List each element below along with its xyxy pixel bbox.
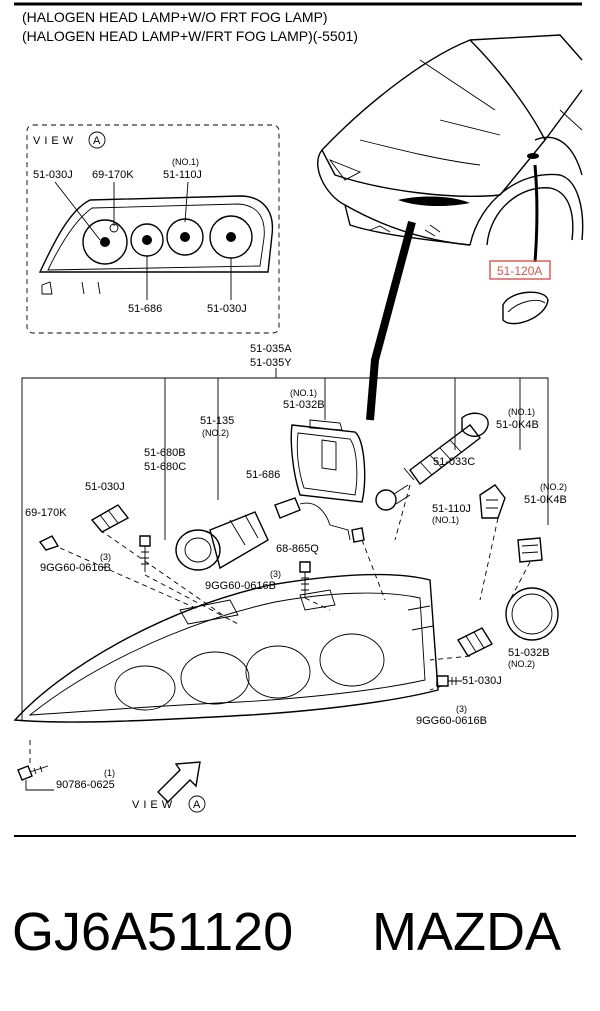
title-line-1: (HALOGEN HEAD LAMP+W/O FRT FOG LAMP) — [22, 9, 328, 25]
view-a-circle — [88, 131, 106, 149]
label-686: 51-686 — [246, 469, 280, 481]
highlight-part-label: 51-120A — [497, 264, 542, 278]
label-qty3c: (3) — [456, 704, 467, 714]
clip-865q — [351, 527, 365, 543]
highlight-box — [489, 260, 551, 280]
assembly-leaders — [164, 378, 521, 540]
label-9gg-a: 9GG60-0616B — [40, 562, 111, 574]
label-9gg-b: 9GG60-0616B — [205, 580, 276, 592]
label-k4b1-note: (NO.1) — [508, 407, 535, 417]
side-marker-lamp — [502, 291, 549, 325]
label-032b: 51-032B — [283, 399, 325, 411]
view-label-b: 69-170K — [92, 169, 134, 181]
label-qty3a: (3) — [100, 552, 111, 562]
label-033c: 51-033C — [433, 456, 475, 468]
label-170k: 69-170K — [25, 507, 67, 519]
bulb-170k — [38, 535, 60, 551]
headlamp-rear-view — [38, 181, 274, 300]
view-a-arrow-circle — [188, 795, 206, 813]
label-030j2: 51-030J — [462, 675, 502, 687]
screw-c — [436, 675, 462, 687]
label-110j-note: (NO.1) — [432, 515, 459, 525]
label-680c: 51-680C — [144, 461, 186, 473]
view-a-letter: A — [93, 135, 101, 147]
label-k4b1: 51-0K4B — [496, 419, 539, 431]
label-135-note: (NO.2) — [202, 428, 229, 438]
car-illustration — [317, 34, 584, 246]
label-k4b2-note: (NO.2) — [540, 482, 567, 492]
view-label-d: 51-686 — [128, 303, 162, 315]
clip-k4b2 — [517, 537, 543, 563]
view-a-arrow — [157, 761, 201, 803]
label-90786: 90786-0625 — [56, 779, 115, 791]
title-line-2: (HALOGEN HEAD LAMP+W/FRT FOG LAMP)(-5501… — [22, 28, 358, 44]
label-035a: 51-035A — [250, 343, 292, 355]
label-qty1: (1) — [104, 768, 115, 778]
bulb-socket-033c — [403, 412, 489, 485]
view-label-e: 51-030J — [207, 303, 247, 315]
marker-leader — [533, 164, 539, 263]
label-680b: 51-680B — [144, 447, 186, 459]
screw-b — [299, 561, 311, 598]
assembly-paths — [59, 484, 531, 691]
bulb-110j — [375, 484, 411, 511]
label-032b2-note: (NO.2) — [508, 659, 535, 669]
view-label-c: 51-110J — [163, 169, 202, 181]
label-032b-note: (NO.1) — [290, 388, 317, 398]
view-a-word: VIEW — [33, 135, 77, 147]
label-032b2: 51-032B — [508, 647, 550, 659]
bulb-030j2 — [456, 627, 494, 657]
socket-cover-032b — [290, 419, 366, 503]
bolt-90786 — [17, 765, 54, 791]
label-110j: 51-110J — [432, 503, 471, 515]
label-030j: 51-030J — [85, 481, 125, 493]
headlamp-pointer — [366, 220, 416, 421]
screw-a — [139, 535, 151, 572]
clip-k4b1 — [479, 484, 506, 519]
label-9gg-c: 9GG60-0616B — [416, 715, 487, 727]
label-k4b2: 51-0K4B — [524, 494, 567, 506]
view-label-a: 51-030J — [33, 169, 73, 181]
label-035y: 51-035Y — [250, 357, 292, 369]
cap-032b2 — [505, 587, 559, 641]
assembly-bracket — [21, 368, 549, 720]
footer-brand: MAZDA — [372, 902, 561, 962]
view-a-arrow-letter: A — [193, 799, 201, 811]
fog-lamp-680b — [175, 511, 269, 571]
label-qty3b: (3) — [270, 569, 281, 579]
label-865q: 68-865Q — [276, 543, 319, 555]
view-label-c-note: (NO.1) — [172, 157, 199, 167]
footer-part-number: GJ6A51120 — [12, 902, 293, 962]
label-135: 51-135 — [200, 415, 234, 427]
main-headlamp-housing — [13, 573, 439, 723]
bulb-686 — [274, 497, 351, 541]
view-a-arrow-word: VIEW — [132, 799, 176, 811]
view-a-box — [26, 124, 280, 334]
bulb-030j — [90, 504, 130, 533]
